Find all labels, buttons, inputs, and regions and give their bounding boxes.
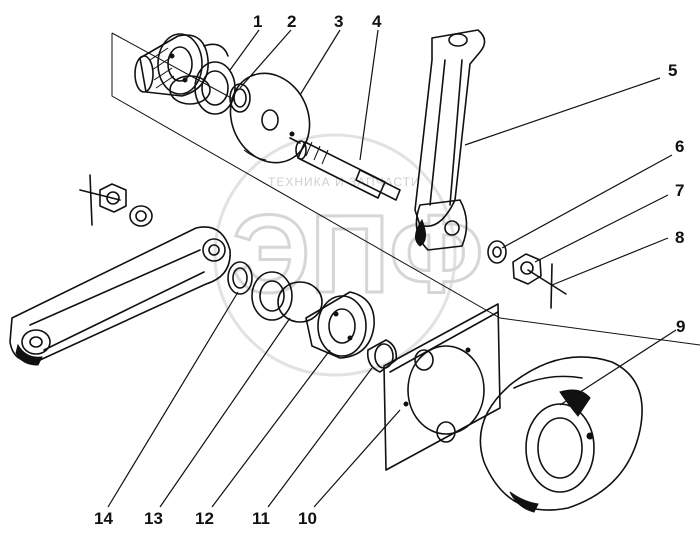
part-label-10: 10 [298, 509, 317, 528]
cotter-pin-left [89, 174, 93, 226]
part-label-9: 9 [676, 317, 685, 336]
watermark-arc-text: ТЕХНИКА И ЗАПЧАСТИ [268, 175, 421, 189]
washer-left [129, 205, 153, 227]
upper-crank-arm [414, 29, 486, 251]
lower-bearing [305, 291, 375, 359]
leader-lines [107, 29, 677, 508]
castle-nut-left [99, 183, 127, 213]
part-label-6: 6 [675, 137, 684, 156]
part-labels: 1 2 3 4 5 6 7 8 9 10 11 12 13 14 [94, 12, 685, 528]
assembly-plane [111, 32, 700, 346]
retaining-ring [277, 281, 323, 323]
splined-shaft [289, 131, 401, 201]
left-fasteners [79, 174, 153, 227]
part-label-14: 14 [94, 509, 113, 528]
castle-nut-right [512, 253, 542, 285]
part-label-4: 4 [372, 12, 382, 31]
washer-right [487, 240, 507, 264]
seal-ring [251, 271, 293, 321]
part-label-12: 12 [195, 509, 214, 528]
flanged-housing [479, 356, 643, 513]
upper-bearing [134, 33, 209, 97]
disk-washer [229, 72, 311, 164]
right-fasteners [487, 240, 567, 309]
watermark-logo: ЭПФ [232, 193, 483, 316]
cotter-pin-right [550, 263, 553, 309]
part-label-5: 5 [668, 61, 677, 80]
part-label-7: 7 [675, 181, 684, 200]
watermark: ЭПФ ТЕХНИКА И ЗАПЧАСТИ [213, 133, 485, 377]
snap-ring-upper [169, 43, 251, 115]
snap-ring-lower [227, 261, 253, 295]
part-label-2: 2 [287, 12, 296, 31]
lower-crank-arm [9, 226, 231, 366]
part-label-1: 1 [253, 12, 262, 31]
part-label-13: 13 [144, 509, 163, 528]
part-label-8: 8 [675, 228, 684, 247]
mounting-plate [383, 303, 501, 471]
part-label-11: 11 [252, 509, 270, 528]
part-label-3: 3 [334, 12, 343, 31]
